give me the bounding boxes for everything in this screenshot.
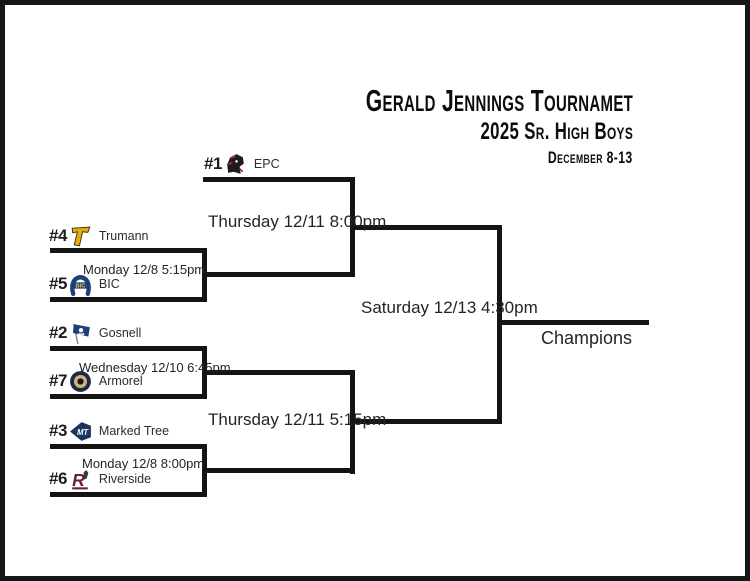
riverside-team-logo-icon: R [72, 469, 89, 489]
bracket-connector-sf1 [350, 177, 355, 277]
team-row-bic: #5 BIC BIC [49, 271, 120, 297]
bracket-line-champion [497, 320, 649, 325]
bracket-connector-final [497, 225, 502, 424]
bracket-line-qf3-winner [202, 468, 355, 473]
team-name: Marked Tree [98, 424, 170, 438]
bracket-connector-qf2 [202, 346, 207, 399]
team-name: Gosnell [98, 326, 142, 340]
seed-label: #7 [49, 371, 67, 390]
seed-label: #4 [49, 226, 67, 245]
bic-team-logo-icon: BIC [70, 274, 91, 296]
bracket-connector-qf1 [202, 248, 207, 302]
bracket-line-armorel [50, 394, 207, 399]
mt-logo-text: MT [77, 428, 89, 437]
bracket-line-qf2-winner [202, 370, 355, 375]
team-name: BIC [98, 277, 120, 291]
team-name: EPC [253, 157, 280, 171]
bracket-line-marked-tree [50, 444, 207, 449]
bracket-line-bic [50, 297, 207, 302]
game-time-qf-2v7: Wednesday 12/10 6:45pm [79, 360, 231, 375]
date-range: December 8-13 [548, 148, 633, 167]
epc-team-logo-icon [227, 153, 244, 174]
seed-label: #6 [49, 469, 67, 488]
bic-logo-text: BIC [75, 283, 86, 289]
bracket-line-qf1-winner [202, 272, 355, 277]
bracket-line-sf2-winner [350, 419, 502, 424]
page-title: Gerald Jennings Tournamet [365, 83, 633, 118]
bracket-connector-sf2 [350, 370, 355, 474]
bracket-line-trumann [50, 248, 207, 253]
game-time-qf-4v5: Monday 12/8 5:15pm [83, 262, 206, 277]
bracket-line-gosnell [50, 346, 207, 351]
team-row-marked-tree: #3 MT Marked Tree [49, 418, 169, 444]
trumann-team-logo-icon [71, 226, 91, 246]
riverside-logo-text: R [72, 469, 85, 489]
team-row-riverside: #6 R Riverside [49, 466, 151, 492]
game-time-qf-3v6: Monday 12/8 8:00pm [82, 456, 205, 471]
team-name: Armorel [98, 374, 143, 388]
seed-label: #5 [49, 274, 67, 293]
page-subtitle: 2025 Sr. High Boys [480, 118, 633, 145]
armorel-team-logo-icon [70, 370, 91, 392]
team-row-trumann: #4 Trumann [49, 223, 148, 249]
bracket-connector-qf3 [202, 444, 207, 497]
team-name: Riverside [98, 472, 152, 486]
team-row-armorel: #7 Armorel [49, 368, 143, 394]
bracket-line-sf1-winner [350, 225, 502, 230]
bracket-line-epc [203, 177, 355, 182]
game-time-sf-bottom: Thursday 12/11 5:15pm [208, 410, 387, 429]
team-name: Trumann [98, 229, 149, 243]
seed-label: #1 [204, 154, 222, 173]
seed-label: #2 [49, 323, 67, 342]
team-row-epc: #1 EPC [204, 151, 280, 177]
gosnell-team-logo-icon [72, 323, 90, 344]
marked-tree-team-logo-icon: MT [70, 421, 91, 441]
team-row-gosnell: #2 Gosnell [49, 320, 141, 346]
champion-label: Champions [541, 328, 633, 348]
game-time-final: Saturday 12/13 4:30pm [361, 298, 538, 317]
seed-label: #3 [49, 421, 67, 440]
bracket-line-riverside [50, 492, 207, 497]
game-time-sf-top: Thursday 12/11 8:00pm [208, 212, 387, 231]
